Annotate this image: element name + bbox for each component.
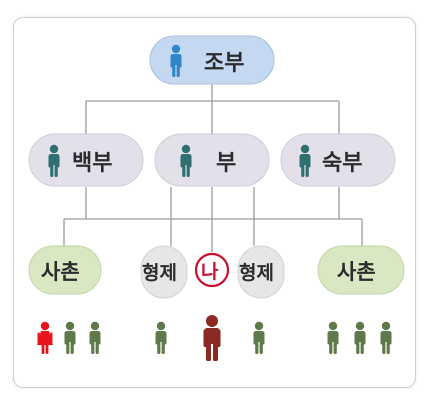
node-cousin-left: 사촌 [28,245,102,295]
node-uncle-younger: 숙부 [280,133,396,187]
people-cousins-right [327,321,392,354]
node-father: 부 [154,133,270,187]
node-sibling-left: 형제 [140,245,188,299]
person-icon [380,321,392,354]
node-grandfather: 조부 [149,35,275,85]
people-me [203,315,221,361]
person-icon [354,321,366,354]
grandfather-label: 조부 [204,51,244,76]
person-icon [327,321,339,354]
person-icon [253,321,265,354]
node-uncle-elder: 백부 [28,133,144,187]
people-sibling-right [253,321,265,354]
sibling-left-label: 형제 [142,262,177,284]
me-label: 나 [201,261,219,283]
people-cousins-left [37,321,101,354]
node-me: 나 [194,252,230,288]
father-label: 부 [216,151,236,176]
connector-lines [63,84,363,252]
person-icon [203,315,221,361]
node-cousin-right: 사촌 [317,245,405,295]
sibling-right-label: 형제 [239,262,274,284]
people-sibling-left [155,321,167,354]
person-icon [89,321,101,354]
cousin-left-label: 사촌 [41,260,80,284]
uncle-elder-label: 백부 [72,151,112,176]
cousin-right-label: 사촌 [337,260,376,284]
node-sibling-right: 형제 [237,245,285,299]
person-icon [64,321,76,354]
female-person-icon [37,321,53,354]
person-icon [155,321,167,354]
uncle-younger-label: 숙부 [322,151,362,176]
